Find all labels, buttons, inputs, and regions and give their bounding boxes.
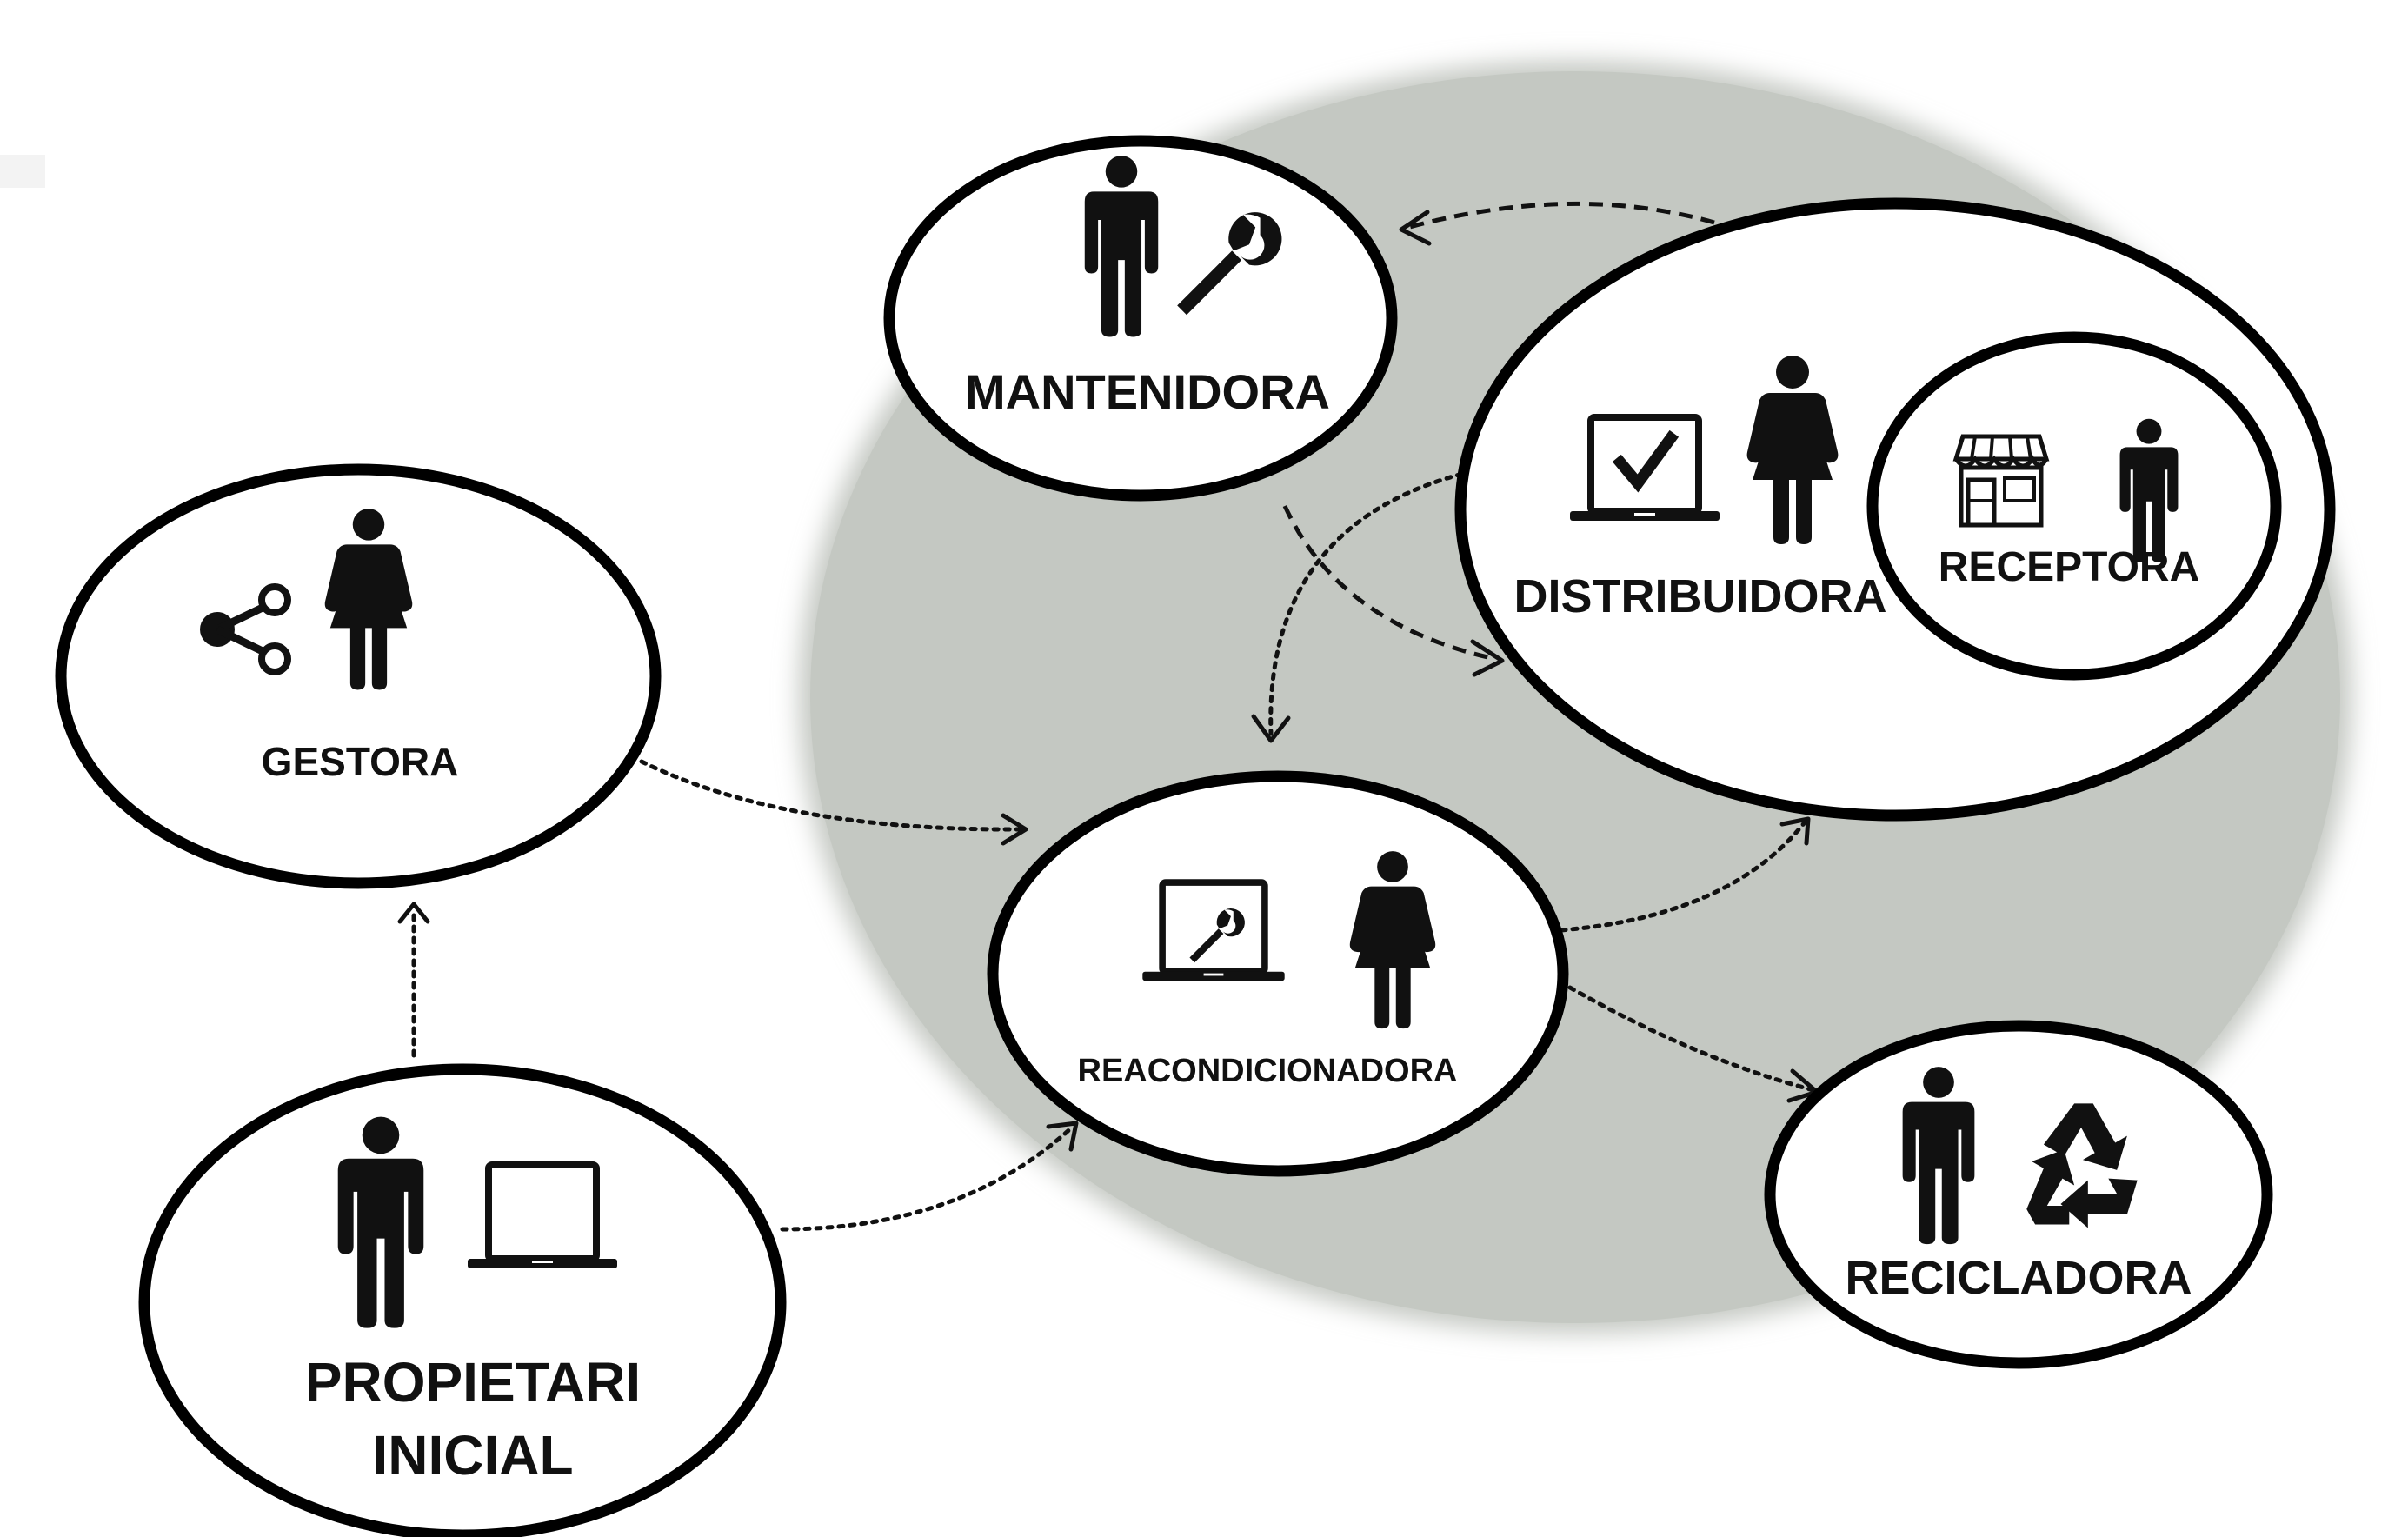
node-gestora: GESTORA [55, 463, 662, 889]
receptora-ellipse [1866, 331, 2282, 681]
laptop-check-icon [1570, 417, 1720, 521]
propietari-ellipse [138, 1063, 787, 1537]
node-mantenidora: MANTENIDORA [883, 135, 1398, 502]
connector-propietari-to-gestora [397, 902, 430, 1058]
propietari-label-line2: INICIAL [372, 1424, 573, 1487]
connector-distribuidora-to-mantenidora [1399, 201, 1715, 246]
gestora-label: GESTORA [262, 739, 459, 784]
node-propietari-inicial: PROPIETARI INICIAL [138, 1063, 787, 1537]
connectors [397, 201, 1819, 1232]
faint-mark [0, 155, 45, 188]
distribuidora-label: DISTRIBUIDORA [1514, 570, 1887, 622]
node-receptora: RECEPTORA [1866, 331, 2282, 681]
propietari-label-line1: PROPIETARI [305, 1351, 641, 1414]
receptora-label: RECEPTORA [1939, 544, 2200, 590]
connector-propietari-to-reacondicionadora [780, 1121, 1079, 1232]
node-reacondicionadora: REACONDICIONADORA [987, 770, 1569, 1177]
connector-distribuidora-to-reacondicionadora [1251, 469, 1475, 743]
reacondicionadora-label: REACONDICIONADORA [1078, 1053, 1458, 1089]
recicladora-ellipse [1764, 1020, 2273, 1369]
mantenidora-label: MANTENIDORA [965, 364, 1330, 419]
node-recicladora: RECICLADORA [1764, 1020, 2273, 1369]
connector-gestora-to-reacondicionadora [639, 759, 1028, 846]
connector-reacondicionadora-to-distribuidora [1559, 816, 1811, 933]
node-distribuidora: DISTRIBUIDORA RECEPTORA [1454, 197, 2336, 822]
recicladora-label: RECICLADORA [1846, 1252, 2192, 1304]
connector-mantenidora-to-distribuidora [1282, 504, 1505, 677]
